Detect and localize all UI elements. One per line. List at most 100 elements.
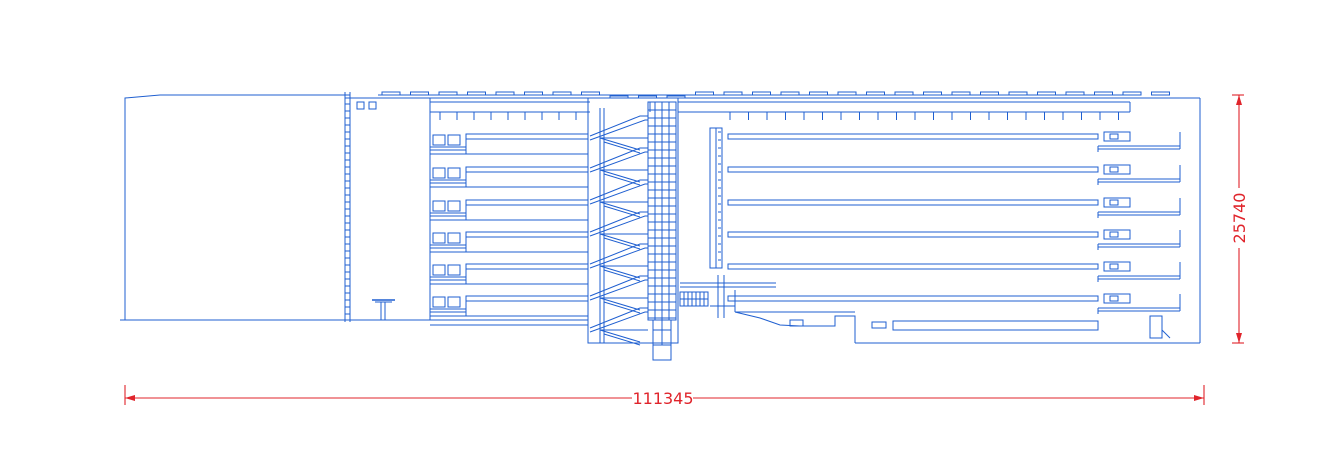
room-box xyxy=(432,232,446,244)
dimension-length: 111345 xyxy=(124,385,1205,408)
roof-pad xyxy=(581,91,600,96)
room-box xyxy=(1103,229,1131,240)
middle-block xyxy=(349,97,431,321)
slab xyxy=(727,231,1099,238)
roof-pad xyxy=(381,91,401,96)
dimension-height-label: 25740 xyxy=(1230,193,1249,244)
equipment xyxy=(679,275,776,318)
roof-pad xyxy=(866,91,885,96)
roof-pad xyxy=(410,91,429,96)
dimension-length-label: 111345 xyxy=(632,389,693,408)
stair-flight xyxy=(589,211,648,233)
left-floor-plates xyxy=(430,133,589,326)
room-box xyxy=(1109,166,1119,173)
slab xyxy=(465,199,589,206)
room-box xyxy=(447,232,461,244)
slab xyxy=(727,133,1099,140)
roof-pad xyxy=(1094,91,1113,96)
room-box xyxy=(1109,133,1119,140)
room-box xyxy=(447,264,461,276)
room-box xyxy=(432,296,446,308)
room-box xyxy=(1103,293,1131,304)
roof-pad xyxy=(1008,91,1028,96)
roof-pad xyxy=(980,91,999,96)
room-box xyxy=(1103,164,1131,175)
stair-return xyxy=(599,297,641,311)
stair-flight xyxy=(589,183,648,205)
roof-pad xyxy=(1122,91,1142,96)
slab xyxy=(465,166,589,173)
room-box xyxy=(1109,263,1119,270)
roof-band xyxy=(378,91,1200,120)
stair-flight xyxy=(589,275,648,297)
slab xyxy=(727,295,1099,302)
roof-pad xyxy=(524,91,543,96)
thin-wall xyxy=(344,92,351,322)
stair-flight xyxy=(589,243,648,265)
stair-return xyxy=(599,137,641,151)
room-box xyxy=(1103,131,1131,142)
room-box xyxy=(447,296,461,308)
room-box xyxy=(432,264,446,276)
stair-return xyxy=(599,233,641,247)
room-box xyxy=(1103,261,1131,272)
left-block xyxy=(120,94,350,321)
roof-pad xyxy=(752,91,771,96)
room-box xyxy=(447,167,461,179)
stair-flight xyxy=(589,119,648,141)
slab xyxy=(465,295,589,302)
roof-pad xyxy=(1065,91,1085,96)
stair-flight xyxy=(589,151,648,173)
roof-pad xyxy=(809,91,828,96)
slab xyxy=(465,263,589,270)
stair-return xyxy=(603,141,641,154)
stair-flight xyxy=(589,215,648,237)
stair-flight xyxy=(589,247,648,269)
stair-core xyxy=(587,97,679,346)
slab xyxy=(727,166,1099,173)
room-box xyxy=(432,167,446,179)
roof-pad xyxy=(894,91,914,96)
room-box xyxy=(1109,231,1119,238)
room-box xyxy=(432,200,446,212)
roof-pad xyxy=(438,91,458,96)
roof-pad xyxy=(467,91,486,96)
room-box xyxy=(1109,199,1119,206)
right-floor-plates xyxy=(727,131,1181,314)
stair-return xyxy=(599,169,641,183)
slab xyxy=(727,263,1099,270)
stair-flight xyxy=(589,311,648,333)
roof-pad xyxy=(923,91,942,96)
stair-flight xyxy=(589,147,648,169)
slab xyxy=(465,133,589,140)
service-column xyxy=(709,127,723,269)
stair-return xyxy=(603,173,641,186)
stair-return xyxy=(603,333,641,346)
room-box xyxy=(1103,197,1131,208)
roof-pad xyxy=(552,91,572,96)
stair-return xyxy=(603,237,641,250)
roof-pad xyxy=(780,91,800,96)
room-box xyxy=(447,134,461,146)
stair-return xyxy=(603,269,641,282)
roof-pad xyxy=(837,91,857,96)
stair-flight xyxy=(589,279,648,301)
stair-flight xyxy=(589,115,648,137)
stair-return xyxy=(599,265,641,279)
room-box xyxy=(432,134,446,146)
right-building xyxy=(734,98,1201,344)
stair-return xyxy=(599,201,641,215)
stair-return xyxy=(599,329,641,343)
room-box xyxy=(447,200,461,212)
slab xyxy=(727,199,1099,206)
stair-flight xyxy=(589,179,648,201)
slab xyxy=(465,231,589,238)
stair-return xyxy=(603,205,641,218)
stair-flight xyxy=(589,307,648,329)
roof-pad xyxy=(495,91,515,96)
roof-pad xyxy=(695,91,714,96)
roof-pad xyxy=(1151,91,1170,96)
elevator-shaft xyxy=(647,101,677,361)
stair-return xyxy=(603,301,641,314)
